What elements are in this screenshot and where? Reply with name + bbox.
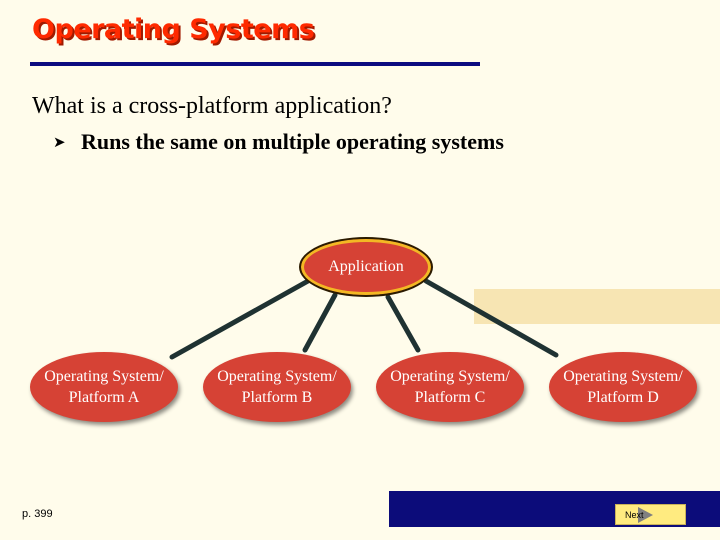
slide-title: Operating Systems	[32, 14, 315, 45]
platform-a-node: Operating System/ Platform A	[30, 352, 178, 422]
platform-d-label: Operating System/ Platform D	[563, 368, 683, 406]
platform-b-node: Operating System/ Platform B	[203, 352, 351, 422]
application-node: Application	[299, 237, 433, 297]
connector-b	[302, 292, 338, 353]
platform-a-label: Operating System/ Platform A	[44, 368, 164, 406]
platform-b-label: Operating System/ Platform B	[217, 368, 337, 406]
platform-d-node: Operating System/ Platform D	[549, 352, 697, 422]
connector-c	[385, 294, 421, 353]
title-underline	[30, 62, 480, 66]
next-label: Next	[625, 509, 644, 520]
connector-a	[169, 278, 311, 360]
connector-d	[423, 278, 559, 358]
bullet-item: ➤ Runs the same on multiple operating sys…	[53, 129, 504, 155]
question-text: What is a cross-platform application?	[32, 93, 392, 119]
decorative-band	[474, 289, 720, 324]
arrow-bullet-icon: ➤	[53, 133, 66, 151]
next-button[interactable]: Next	[615, 504, 686, 525]
platform-c-label: Operating System/ Platform C	[390, 368, 510, 406]
next-arrow-icon	[638, 507, 653, 523]
bullet-text: Runs the same on multiple operating syst…	[81, 129, 504, 154]
application-label: Application	[328, 258, 404, 275]
platform-c-node: Operating System/ Platform C	[376, 352, 524, 422]
page-reference: p. 399	[22, 508, 53, 520]
